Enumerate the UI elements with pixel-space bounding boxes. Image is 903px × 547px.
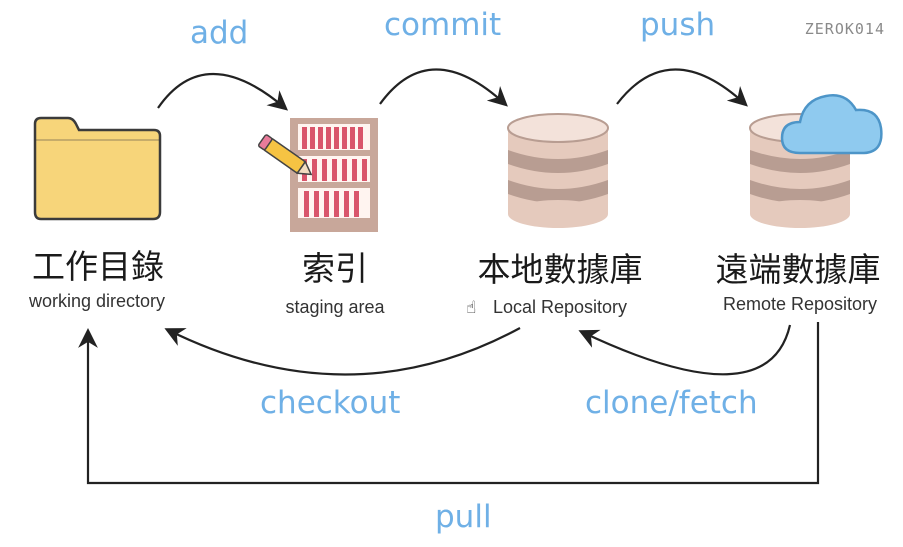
- arrow-add: [157, 73, 289, 111]
- cloud-database-icon: [749, 94, 883, 228]
- watermark: ZEROK014: [804, 20, 885, 38]
- pencil-icon: [258, 134, 313, 176]
- checkout-label: checkout: [260, 385, 401, 421]
- local-repository-title: 本地數據庫: [477, 250, 643, 289]
- arrow-commit: [379, 68, 508, 107]
- arrow-pull: [78, 322, 820, 485]
- clone-fetch-label: clone/fetch: [585, 385, 758, 421]
- database-icon: [507, 113, 609, 228]
- remote-repository-subtitle: Remote Repository: [722, 294, 878, 314]
- add-label: add: [190, 15, 249, 51]
- pull-label: pull: [435, 499, 492, 535]
- commit-label: commit: [384, 7, 502, 43]
- arrow-push: [616, 68, 748, 107]
- push-label: push: [640, 7, 716, 43]
- working-directory-subtitle: working directory: [28, 291, 166, 311]
- working-directory-title: 工作目錄: [32, 247, 164, 286]
- local-repository-subtitle: Local Repository: [492, 297, 628, 317]
- cloud-icon: [780, 94, 883, 155]
- folder-icon: [33, 116, 162, 221]
- staging-area-title: 索引: [302, 249, 368, 288]
- arrow-clone-fetch: [578, 324, 792, 376]
- staging-area-subtitle: staging area: [285, 297, 385, 317]
- hand-cursor-icon: ☝: [466, 298, 477, 318]
- remote-repository-title: 遠端數據庫: [715, 250, 881, 289]
- arrow-checkout: [164, 327, 521, 376]
- bookshelf-icon: [290, 118, 378, 232]
